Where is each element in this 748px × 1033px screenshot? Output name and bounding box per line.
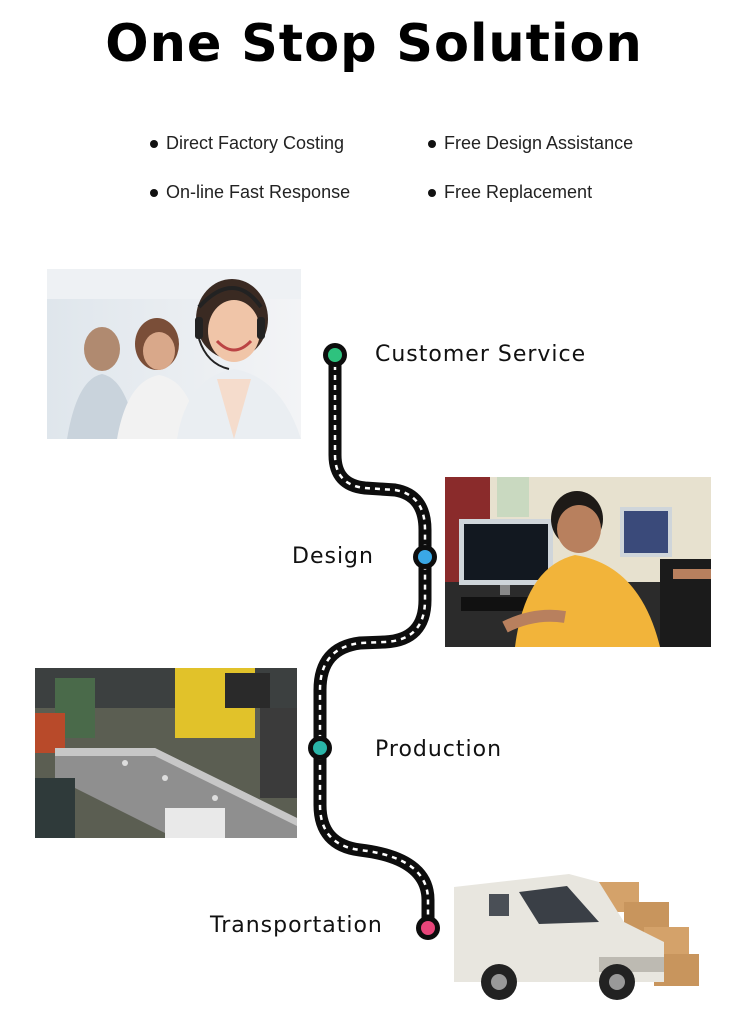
feature-label: On-line Fast Response (166, 182, 351, 202)
feature-item: Direct Factory Costing (150, 133, 344, 154)
customer-service-photo (47, 269, 301, 439)
milestone-production (308, 736, 332, 760)
feature-label: Free Design Assistance (444, 133, 634, 153)
bullet-icon (150, 188, 158, 197)
page-title: One Stop Solution (105, 14, 643, 74)
feature-item: Free Design Assistance (428, 133, 633, 154)
step-label-production: Production (375, 737, 503, 762)
step-label-design: Design (292, 544, 374, 569)
feature-label: Free Replacement (444, 182, 593, 202)
transportation-photo (449, 862, 704, 1007)
feature-item: On-line Fast Response (150, 182, 350, 203)
design-photo (445, 477, 711, 647)
bullet-icon (428, 188, 436, 197)
road-center-dashes (318, 355, 430, 928)
milestone-customer-service (323, 343, 347, 367)
feature-label: Direct Factory Costing (166, 133, 345, 153)
bullet-icon (150, 139, 158, 148)
bullet-icon (428, 139, 436, 148)
step-label-transportation: Transportation (210, 913, 383, 938)
road-path (313, 348, 435, 935)
step-label-customer-service: Customer Service (375, 342, 587, 367)
milestone-design (413, 545, 437, 569)
production-photo (35, 668, 297, 838)
feature-item: Free Replacement (428, 182, 592, 203)
milestone-transportation (416, 916, 440, 940)
